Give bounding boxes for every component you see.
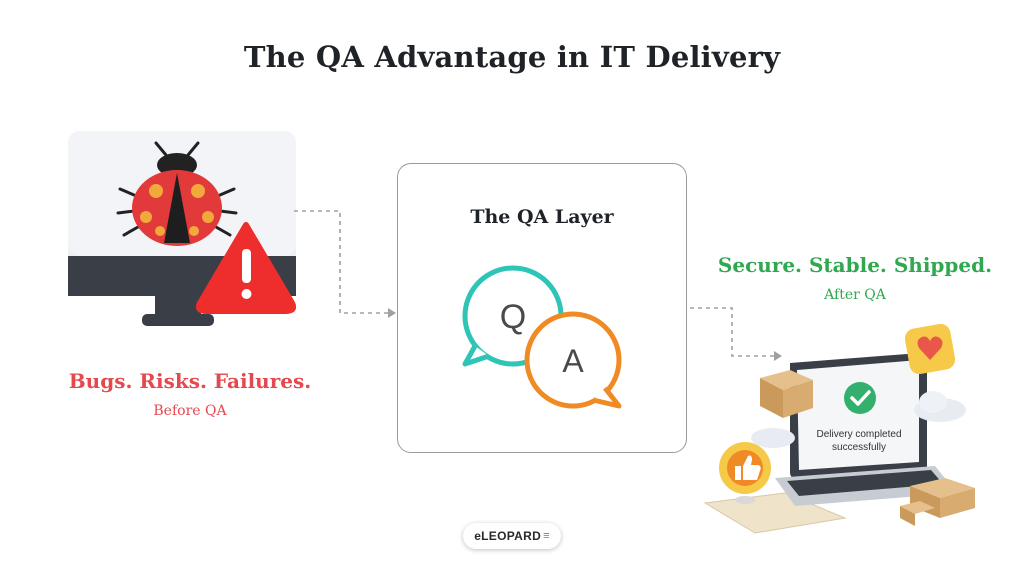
after-caption: After QA <box>824 287 886 303</box>
q-letter: Q <box>500 298 526 336</box>
brand-mark-icon: ≡ <box>543 530 550 542</box>
screen-line2: successfully <box>832 442 886 453</box>
before-caption: Before QA <box>153 403 227 419</box>
page-title: The QA Advantage in IT Delivery <box>243 40 781 74</box>
heart-icon <box>904 323 956 375</box>
qa-layer-card: The QA Layer Q A <box>397 163 687 453</box>
warning-icon <box>195 222 297 314</box>
laptop-illustration: Delivery completed successfully <box>703 323 975 534</box>
ladybug-icon <box>116 141 238 246</box>
a-bubble-icon: A <box>524 311 622 409</box>
before-headline: Bugs. Risks. Failures. <box>68 369 312 393</box>
package-icon <box>760 370 975 526</box>
laptop-icon <box>775 353 957 506</box>
monitor-illustration <box>68 131 297 326</box>
connector-after <box>690 307 782 361</box>
a-letter: A <box>562 343 584 379</box>
screen-line1: Delivery completed <box>816 429 901 440</box>
checkmark-icon <box>844 382 876 414</box>
thumbs-up-icon <box>719 442 771 504</box>
connector-before <box>294 210 396 318</box>
brand-logo: eLEOPARD≡ <box>463 523 561 549</box>
brand-name: eLEOPARD <box>474 529 542 543</box>
cloud-icon <box>751 391 966 448</box>
qa-layer-title: The QA Layer <box>470 206 614 228</box>
after-headline: Secure. Stable. Shipped. <box>717 253 993 277</box>
qa-bubbles: Q A <box>462 265 622 409</box>
